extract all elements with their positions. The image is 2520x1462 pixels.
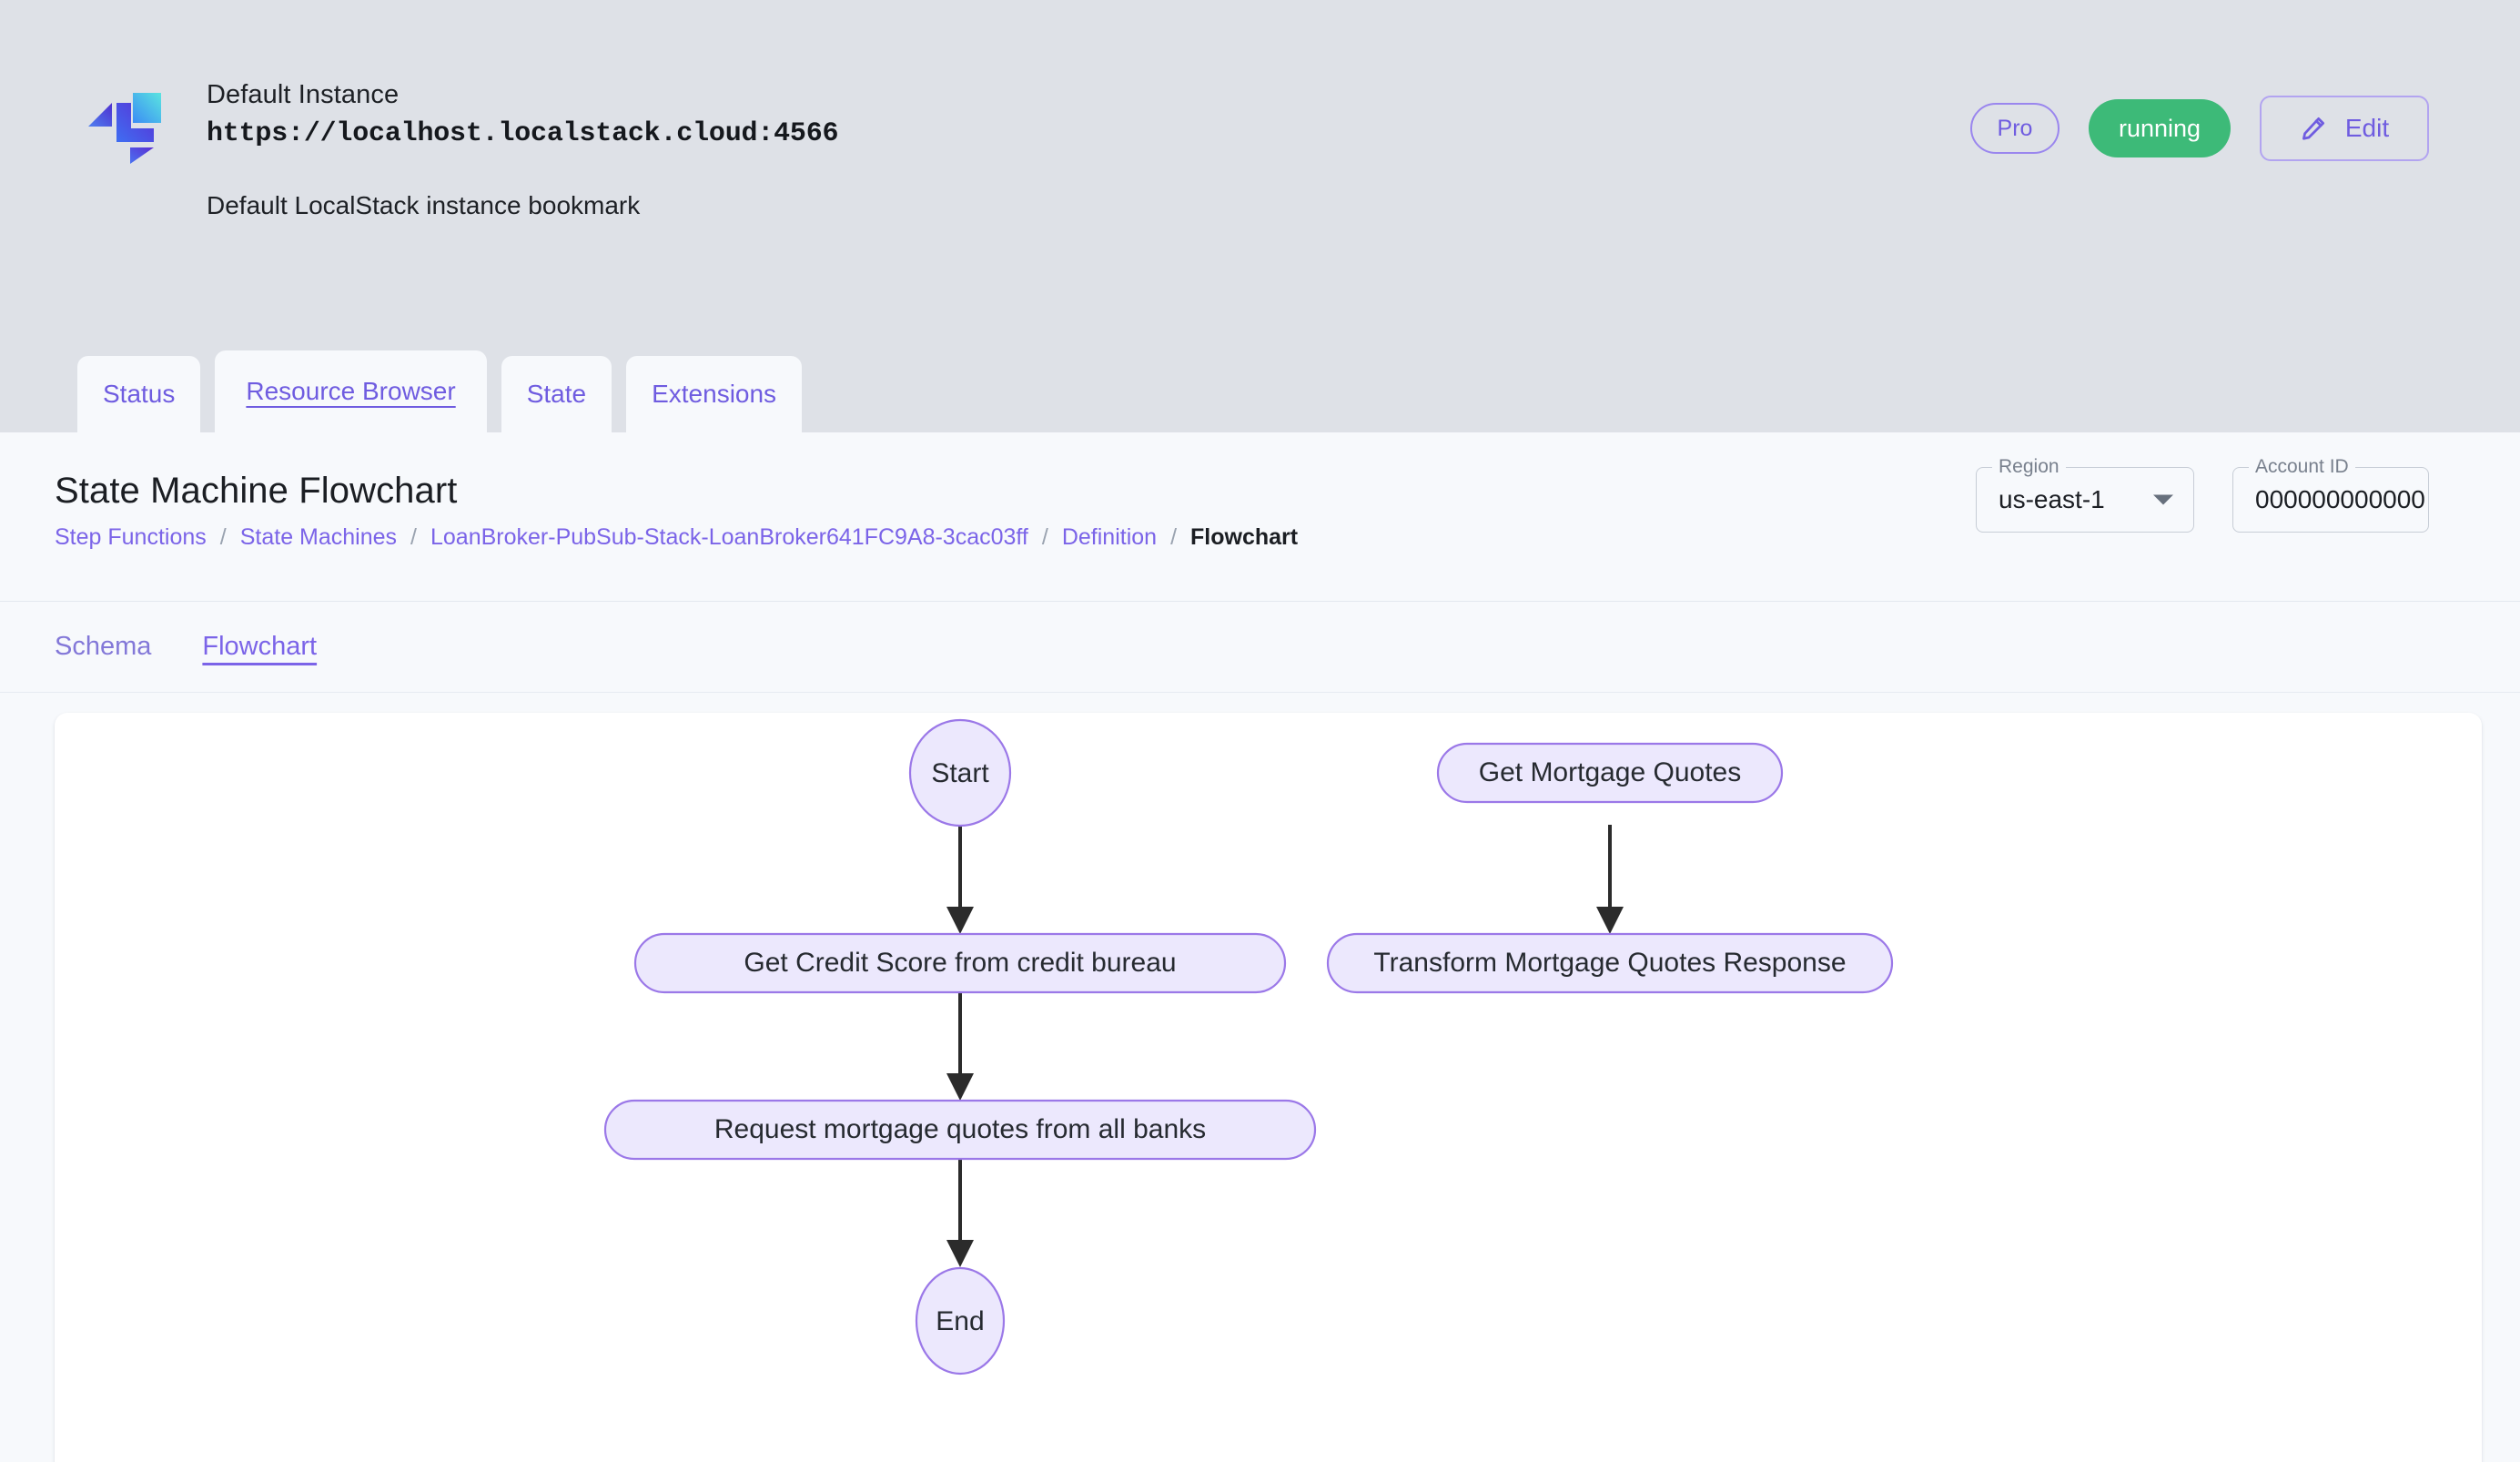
instance-description: Default LocalStack instance bookmark	[207, 190, 641, 219]
filter-fields: Region us-east-1 Account ID 000000000000	[1976, 457, 2429, 533]
flow-node-start[interactable]: Start	[908, 718, 1012, 827]
state-machine-flowchart[interactable]: Start Get Credit Score from credit burea…	[55, 713, 2482, 1462]
subtab-schema[interactable]: Schema	[55, 632, 152, 661]
tab-extensions-label: Extensions	[652, 380, 777, 408]
flow-node-get-mortgage-quotes[interactable]: Get Mortgage Quotes	[1436, 742, 1784, 804]
instance-endpoint: https://localhost.localstack.cloud:4566	[207, 118, 839, 150]
breadcrumb-separator: /	[410, 524, 417, 550]
pro-badge[interactable]: Pro	[1970, 103, 2060, 154]
tab-status-label: Status	[103, 380, 176, 408]
edge-credit-to-request	[946, 991, 974, 1101]
breadcrumb-item-flowchart: Flowchart	[1190, 524, 1299, 550]
edge-request-to-end	[946, 1158, 974, 1267]
edit-button[interactable]: Edit	[2260, 96, 2429, 161]
secondary-tab-bar: Schema Flowchart	[0, 602, 2520, 693]
region-value: us-east-1	[1999, 485, 2105, 513]
account-id-field[interactable]: Account ID 000000000000	[2232, 457, 2429, 533]
edge-getquotes-to-transform	[1596, 825, 1624, 934]
flowchart-container: Start Get Credit Score from credit burea…	[0, 693, 2520, 1462]
flow-node-get-credit-score-label: Get Credit Score from credit bureau	[744, 948, 1176, 978]
page-header-bar: State Machine Flowchart Step Functions /…	[0, 432, 2520, 602]
chevron-down-icon[interactable]	[2153, 494, 2173, 505]
flow-node-transform-mortgage-quotes-response[interactable]: Transform Mortgage Quotes Response	[1326, 932, 1894, 994]
flow-node-request-mortgage-quotes[interactable]: Request mortgage quotes from all banks	[603, 1099, 1317, 1161]
flow-node-transform-mortgage-quotes-response-label: Transform Mortgage Quotes Response	[1373, 948, 1846, 978]
flow-node-end-label: End	[936, 1306, 984, 1336]
page-title: State Machine Flowchart	[55, 471, 458, 511]
status-badge: running	[2089, 99, 2231, 157]
breadcrumb-separator: /	[1170, 524, 1178, 550]
breadcrumb-separator: /	[219, 524, 227, 550]
tab-status[interactable]: Status	[77, 356, 201, 432]
instance-header: Default Instance https://localhost.local…	[0, 0, 2520, 432]
tab-resource-browser-label: Resource Browser	[246, 377, 456, 405]
localstack-logo-icon	[86, 82, 161, 164]
edge-start-to-credit	[946, 825, 974, 934]
tab-state[interactable]: State	[501, 356, 612, 432]
tab-extensions[interactable]: Extensions	[626, 356, 803, 432]
flow-node-get-credit-score[interactable]: Get Credit Score from credit bureau	[633, 932, 1287, 994]
breadcrumb-item-state-machines[interactable]: State Machines	[239, 524, 398, 550]
flow-node-request-mortgage-quotes-label: Request mortgage quotes from all banks	[714, 1114, 1206, 1144]
edit-button-label: Edit	[2344, 114, 2390, 142]
account-id-value: 000000000000	[2255, 485, 2425, 513]
region-label: Region	[1992, 457, 2066, 476]
region-select[interactable]: Region us-east-1	[1976, 457, 2194, 533]
primary-tab-bar: Status Resource Browser State Extensions	[77, 350, 803, 432]
breadcrumb-item-definition[interactable]: Definition	[1061, 524, 1158, 550]
pencil-icon	[2300, 115, 2327, 142]
breadcrumb: Step Functions / State Machines / LoanBr…	[55, 524, 2520, 551]
subtab-flowchart[interactable]: Flowchart	[202, 632, 318, 661]
flow-node-end[interactable]: End	[915, 1266, 1006, 1376]
instance-name: Default Instance	[207, 80, 400, 109]
tab-state-label: State	[526, 380, 587, 408]
flow-node-start-label: Start	[931, 758, 989, 788]
account-id-label: Account ID	[2249, 457, 2355, 476]
breadcrumb-item-step-functions[interactable]: Step Functions	[55, 524, 207, 550]
flowchart-card: Start Get Credit Score from credit burea…	[55, 713, 2482, 1462]
instance-meta: Default Instance https://localhost.local…	[207, 77, 839, 220]
header-actions: Pro running Edit	[1970, 96, 2429, 161]
flow-node-get-mortgage-quotes-label: Get Mortgage Quotes	[1479, 757, 1742, 787]
tab-resource-browser[interactable]: Resource Browser	[215, 350, 487, 432]
breadcrumb-item-state-machine-name[interactable]: LoanBroker-PubSub-Stack-LoanBroker641FC9…	[430, 524, 1028, 550]
breadcrumb-separator: /	[1041, 524, 1048, 550]
